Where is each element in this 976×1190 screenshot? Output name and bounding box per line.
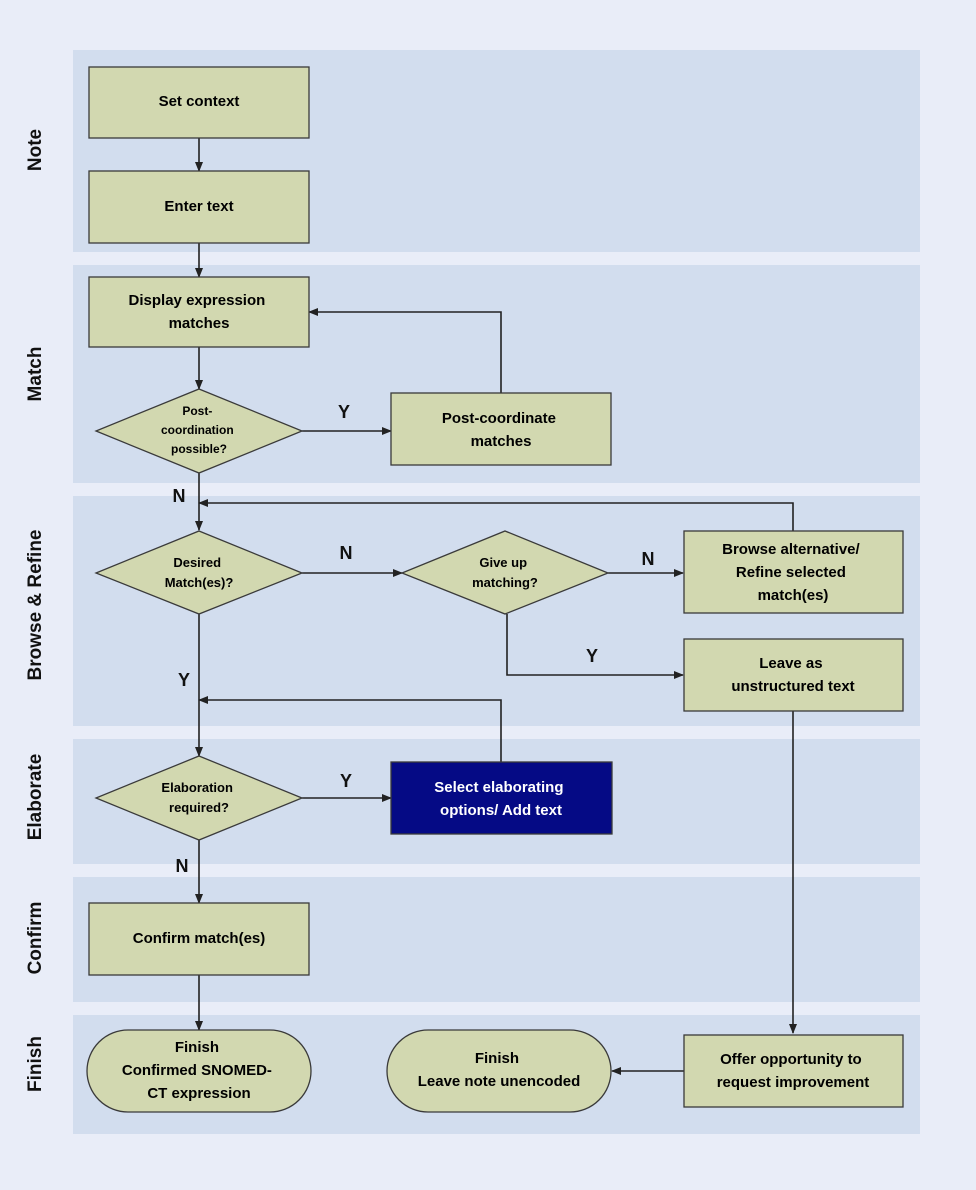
svg-text:Finish Leave note unenco: Finish Leave note unencoded [418, 1050, 581, 1090]
edge-label-desired-yes: Y [178, 670, 190, 690]
set-context-box: Set context [88, 66, 310, 139]
browse-alt-line-2: Refine selected [736, 564, 846, 581]
svg-text:Leave as unstructured te: Leave as unstructured text [731, 655, 854, 695]
browse-alt-line-1: Browse alternative/ [722, 541, 860, 558]
browse-alternative-box: Browse alternative/ Refine selected matc… [683, 530, 904, 614]
svg-text:Select elaborating optio: Select elaborating options/ Add text [434, 779, 567, 819]
enter-text-line: Enter text [164, 198, 233, 215]
finish-confirmed-line-2: Confirmed SNOMED- [122, 1062, 272, 1079]
confirm-matches-line: Confirm match(es) [133, 930, 266, 947]
confirm-matches-box: Confirm match(es) [88, 902, 310, 976]
give-up-decision: Give up matching? [400, 530, 610, 615]
edge-label-postcoord-yes: Y [338, 402, 350, 422]
elaboration-line-2: required? [169, 800, 229, 815]
postcoord-possible-line-2: coordination [161, 423, 234, 437]
svg-text:Post- coordination: Post- coordination possible? [161, 404, 237, 456]
finish-unencoded-line-2: Leave note unencoded [418, 1073, 581, 1090]
elaboration-line-1: Elaboration [161, 780, 233, 795]
svg-text:Give up matching?: Give up matching? [472, 555, 538, 590]
display-matches-line-1: Display expression [129, 292, 266, 309]
svg-text:Display expression match: Display expression matches [129, 292, 270, 332]
offer-opportunity-box: Offer opportunity to request improvement [683, 1034, 904, 1108]
display-matches-box: Display expression matches [88, 276, 310, 348]
postcoord-matches-box: Post-coordinate matches [390, 392, 612, 466]
edge-postcoord-matches-back [308, 308, 502, 393]
edge-label-giveup-no: N [642, 549, 655, 569]
finish-confirmed-line-1: Finish [175, 1039, 219, 1056]
give-up-line-2: matching? [472, 575, 538, 590]
svg-text:Elaboration required?: Elaboration required? [161, 780, 236, 815]
select-elaborating-line-1: Select elaborating [434, 779, 563, 796]
select-elaborating-box: Select elaborating options/ Add text [390, 761, 613, 835]
postcoord-possible-decision: Post- coordination possible? [94, 388, 304, 474]
display-matches-line-2: matches [169, 315, 230, 332]
svg-text:Post-coordinate matches: Post-coordinate matches [442, 410, 560, 450]
svg-text:Finish Confirmed SNOMED-: Finish Confirmed SNOMED- CT expression [122, 1039, 276, 1102]
edge-label-elab-no: N [176, 856, 189, 876]
leave-unstructured-line-1: Leave as [759, 655, 822, 672]
finish-confirmed-line-3: CT expression [147, 1085, 250, 1102]
svg-text:Desired Match(es)?: Desired Match(es)? [165, 555, 234, 590]
edge-label-postcoord-no: N [173, 486, 186, 506]
finish-confirmed-terminal: Finish Confirmed SNOMED- CT expression [86, 1029, 312, 1113]
elaboration-required-decision: Elaboration required? [94, 755, 304, 841]
edge-label-elab-yes: Y [340, 771, 352, 791]
desired-match-line-2: Match(es)? [165, 575, 234, 590]
svg-text:Set context: Set context [159, 93, 240, 110]
svg-text:Offer opportunity to req: Offer opportunity to request improvement [717, 1051, 870, 1091]
give-up-line-1: Give up [479, 555, 527, 570]
finish-unencoded-terminal: Finish Leave note unencoded [386, 1029, 612, 1113]
postcoord-possible-line-3: possible? [171, 442, 227, 456]
finish-unencoded-line-1: Finish [475, 1050, 519, 1067]
leave-unstructured-box: Leave as unstructured text [683, 638, 904, 712]
offer-opportunity-line-1: Offer opportunity to [720, 1051, 862, 1068]
svg-text:Confirm match(es): Confirm match(es) [133, 930, 266, 947]
offer-opportunity-line-2: request improvement [717, 1074, 870, 1091]
browse-alt-line-3: match(es) [758, 587, 829, 604]
postcoord-matches-line-1: Post-coordinate [442, 410, 556, 427]
svg-text:Browse alternative/ Refi: Browse alternative/ Refine selected matc… [722, 541, 864, 604]
select-elaborating-line-2: options/ Add text [440, 802, 562, 819]
edge-label-giveup-yes: Y [586, 646, 598, 666]
desired-match-line-1: Desired [173, 555, 221, 570]
edge-giveup-yes [506, 614, 684, 679]
postcoord-matches-line-2: matches [471, 433, 532, 450]
svg-text:Enter text: Enter text [164, 198, 233, 215]
desired-match-decision: Desired Match(es)? [94, 530, 304, 615]
set-context-line: Set context [159, 93, 240, 110]
enter-text-box: Enter text [88, 170, 310, 244]
edge-browse-loop [198, 499, 794, 531]
edge-label-desired-no: N [340, 543, 353, 563]
leave-unstructured-line-2: unstructured text [731, 678, 854, 695]
postcoord-possible-line-1: Post- [182, 404, 212, 418]
connectors [195, 138, 797, 1075]
edge-select-back [198, 696, 502, 762]
